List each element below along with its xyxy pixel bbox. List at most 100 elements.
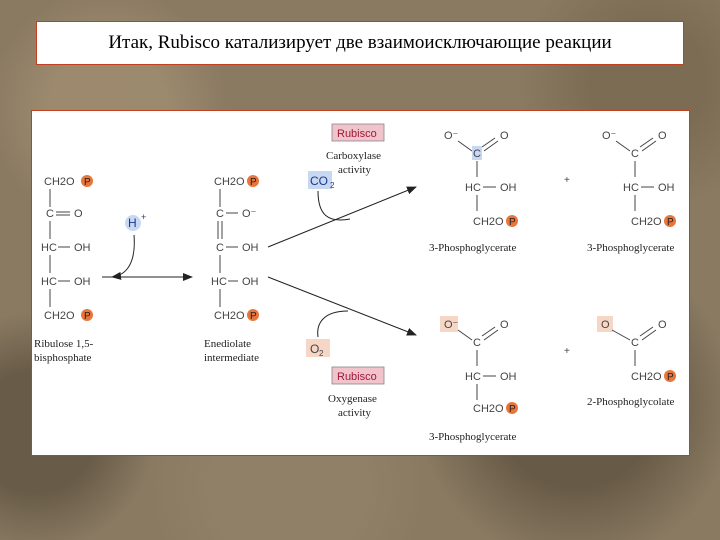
atom-o-minus: O⁻ <box>444 130 459 142</box>
atom-oh: OH <box>658 182 675 194</box>
oxygen-highlight <box>597 316 613 332</box>
reaction-arrow <box>267 186 417 248</box>
atom-c: C <box>46 208 54 220</box>
atom-oh: OH <box>242 276 259 288</box>
molecule-3-phosphoglycerate: O⁻ O C HC OH CH2O P 3-Phosphoglycerate <box>429 316 518 443</box>
phosphate-icon <box>664 215 676 227</box>
phosphate-label: P <box>250 177 257 188</box>
atom-o: O <box>500 130 509 142</box>
atom-ch2o: CH2O <box>473 216 504 228</box>
oxygen-highlight <box>440 316 458 332</box>
atom-c: C <box>631 337 639 349</box>
atom-c: C <box>216 242 224 254</box>
carboxylase-branch: Rubisco Carboxylase activity CO 2 <box>267 123 417 248</box>
co2-subscript: 2 <box>330 181 335 190</box>
atom-hc: HC <box>465 182 481 194</box>
plus-sign: + <box>564 175 570 186</box>
molecule-3-phosphoglycerate: O⁻ O C HC OH CH2O P 3-Phosphoglycerate <box>429 130 518 254</box>
reaction-diagram: CH2O P C O HC OH HC OH CH2O P Ribulose 1… <box>34 123 676 443</box>
rubisco-badge <box>331 123 385 142</box>
phosphate-label: P <box>667 217 674 228</box>
atom-o: O <box>74 208 83 220</box>
atom-oh: OH <box>74 276 91 288</box>
atom-ch2o: CH2O <box>214 310 245 322</box>
atom-ch2o: CH2O <box>44 310 75 322</box>
atom-o: O <box>500 319 509 331</box>
molecule-3-phosphoglycerate: O⁻ O C HC OH CH2O P 3-Phosphoglycerate <box>587 130 676 254</box>
phosphate-label: P <box>509 404 516 415</box>
atom-ch2o: CH2O <box>631 371 662 383</box>
atom-ch2o: CH2O <box>631 216 662 228</box>
curved-arrow <box>317 310 349 338</box>
plus-sign: + <box>564 346 570 357</box>
atom-o: O <box>601 319 610 331</box>
atom-o-minus: O⁻ <box>242 208 257 220</box>
atom-hc: HC <box>41 242 57 254</box>
molecule-ribulose-bisphosphate: CH2O P C O HC OH HC OH CH2O P Ribulose 1… <box>34 175 94 364</box>
atom-ch2o: CH2O <box>44 176 75 188</box>
atom-oh: OH <box>500 182 517 194</box>
atom-oh: OH <box>74 242 91 254</box>
phosphate-icon <box>506 215 518 227</box>
proton-reagent: H + <box>111 212 146 280</box>
atom-ch2o: CH2O <box>473 403 504 415</box>
co2-label: CO <box>310 174 328 188</box>
molecule-caption: 3-Phosphoglycerate <box>429 431 516 443</box>
atom-c: C <box>473 148 481 160</box>
oxygenase-branch: O 2 Rubisco Oxygenase activity <box>267 276 417 419</box>
slide-title-box: Итак, Rubisco катализирует две взаимоиск… <box>36 21 684 65</box>
rubisco-badge-label: Rubisco <box>337 371 377 383</box>
reaction-arrow <box>267 276 417 336</box>
activity-line: activity <box>338 164 371 176</box>
molecule-enediolate: CH2O P C O⁻ C OH HC OH CH2O P Enediolate… <box>204 175 259 364</box>
atom-o: O <box>658 130 667 142</box>
atom-c: C <box>216 208 224 220</box>
phosphate-icon <box>81 309 93 321</box>
atom-oh: OH <box>242 242 259 254</box>
atom-c: C <box>473 337 481 349</box>
curved-arrow <box>111 234 135 280</box>
atom-o-minus: O⁻ <box>602 130 617 142</box>
activity-line: activity <box>338 407 371 419</box>
proton-charge: + <box>141 212 146 222</box>
atom-hc: HC <box>211 276 227 288</box>
slide-title: Итак, Rubisco катализирует две взаимоиск… <box>108 32 612 53</box>
atom-hc: HC <box>41 276 57 288</box>
molecule-caption: 2-Phosphoglycolate <box>587 396 674 408</box>
phosphate-icon <box>506 402 518 414</box>
rubisco-badge-label: Rubisco <box>337 128 377 140</box>
activity-line: Oxygenase <box>328 393 377 405</box>
atom-c: C <box>631 148 639 160</box>
phosphate-icon <box>247 175 259 187</box>
atom-hc: HC <box>465 371 481 383</box>
co2-highlight <box>308 171 332 189</box>
caption-line: Ribulose 1,5- <box>34 338 94 350</box>
atom-o: O <box>658 319 667 331</box>
atom-oh: OH <box>500 371 517 383</box>
phosphate-label: P <box>667 372 674 383</box>
o2-label: O <box>310 342 319 356</box>
caption-line: Enediolate <box>204 338 251 350</box>
molecule-caption: 3-Phosphoglycerate <box>429 242 516 254</box>
atom-hc: HC <box>623 182 639 194</box>
curved-arrow <box>317 190 351 221</box>
o2-subscript: 2 <box>319 349 324 358</box>
phosphate-label: P <box>250 311 257 322</box>
reaction-diagram-panel: CH2O P C O HC OH HC OH CH2O P Ribulose 1… <box>31 110 690 456</box>
o2-highlight <box>306 339 330 357</box>
caption-line: intermediate <box>204 352 259 364</box>
carbon-highlight <box>472 146 482 160</box>
phosphate-icon <box>664 370 676 382</box>
phosphate-label: P <box>84 177 91 188</box>
caption-line: bisphosphate <box>34 352 92 364</box>
phosphate-label: P <box>509 217 516 228</box>
proton-label: H <box>128 216 137 230</box>
phosphate-label: P <box>84 311 91 322</box>
phosphate-icon <box>247 309 259 321</box>
phosphate-icon <box>81 175 93 187</box>
molecule-caption: 3-Phosphoglycerate <box>587 242 674 254</box>
atom-o-minus: O⁻ <box>444 319 459 331</box>
proton-highlight <box>125 215 141 231</box>
activity-line: Carboxylase <box>326 150 381 162</box>
rubisco-badge <box>331 366 385 385</box>
